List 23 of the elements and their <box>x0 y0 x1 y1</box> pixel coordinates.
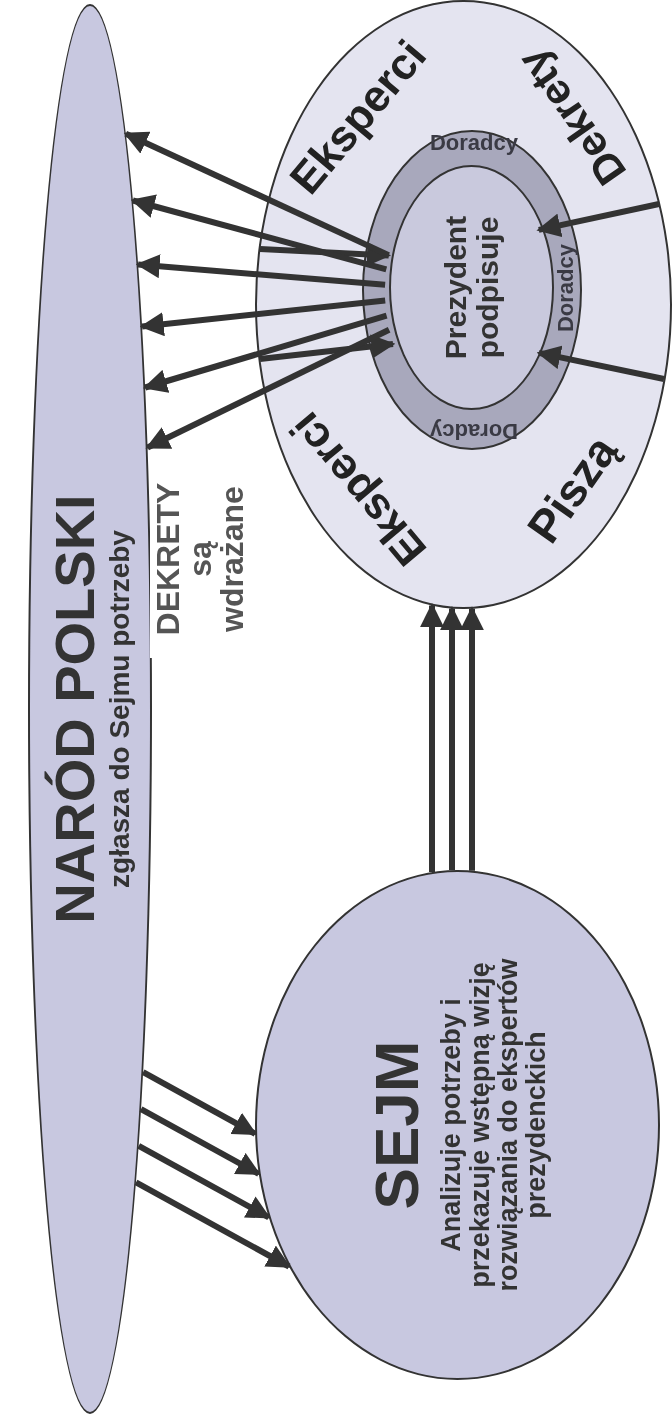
arrow <box>460 606 484 871</box>
arrow <box>137 1143 271 1220</box>
ring-label: Doradcy <box>430 132 518 154</box>
arrow <box>134 1179 292 1270</box>
arrow <box>145 327 391 451</box>
ring-label: Doradcy <box>430 420 518 442</box>
ring-label: Doradcy <box>555 244 577 332</box>
node-text: zgłasza do Sejmu potrzeby <box>104 530 135 888</box>
node-title: Prezydent podpisuje <box>440 214 503 362</box>
node-text: Analizuje potrzeby i przekazuje wstępną wizję rozwiązania do ekspertów prezydenckich <box>437 957 551 1294</box>
arrow <box>420 603 444 872</box>
arrow <box>139 1106 261 1177</box>
arrow <box>139 297 386 337</box>
arrow <box>141 1069 258 1137</box>
arrow <box>130 194 388 273</box>
arrow <box>123 130 390 258</box>
node-title: SEJM <box>364 1040 430 1210</box>
arrow <box>536 201 660 238</box>
node-title: NARÓD POLSKI <box>45 494 105 924</box>
arrow <box>135 254 386 288</box>
arrow <box>440 606 464 871</box>
arrow <box>536 345 665 382</box>
arrow <box>142 312 388 393</box>
